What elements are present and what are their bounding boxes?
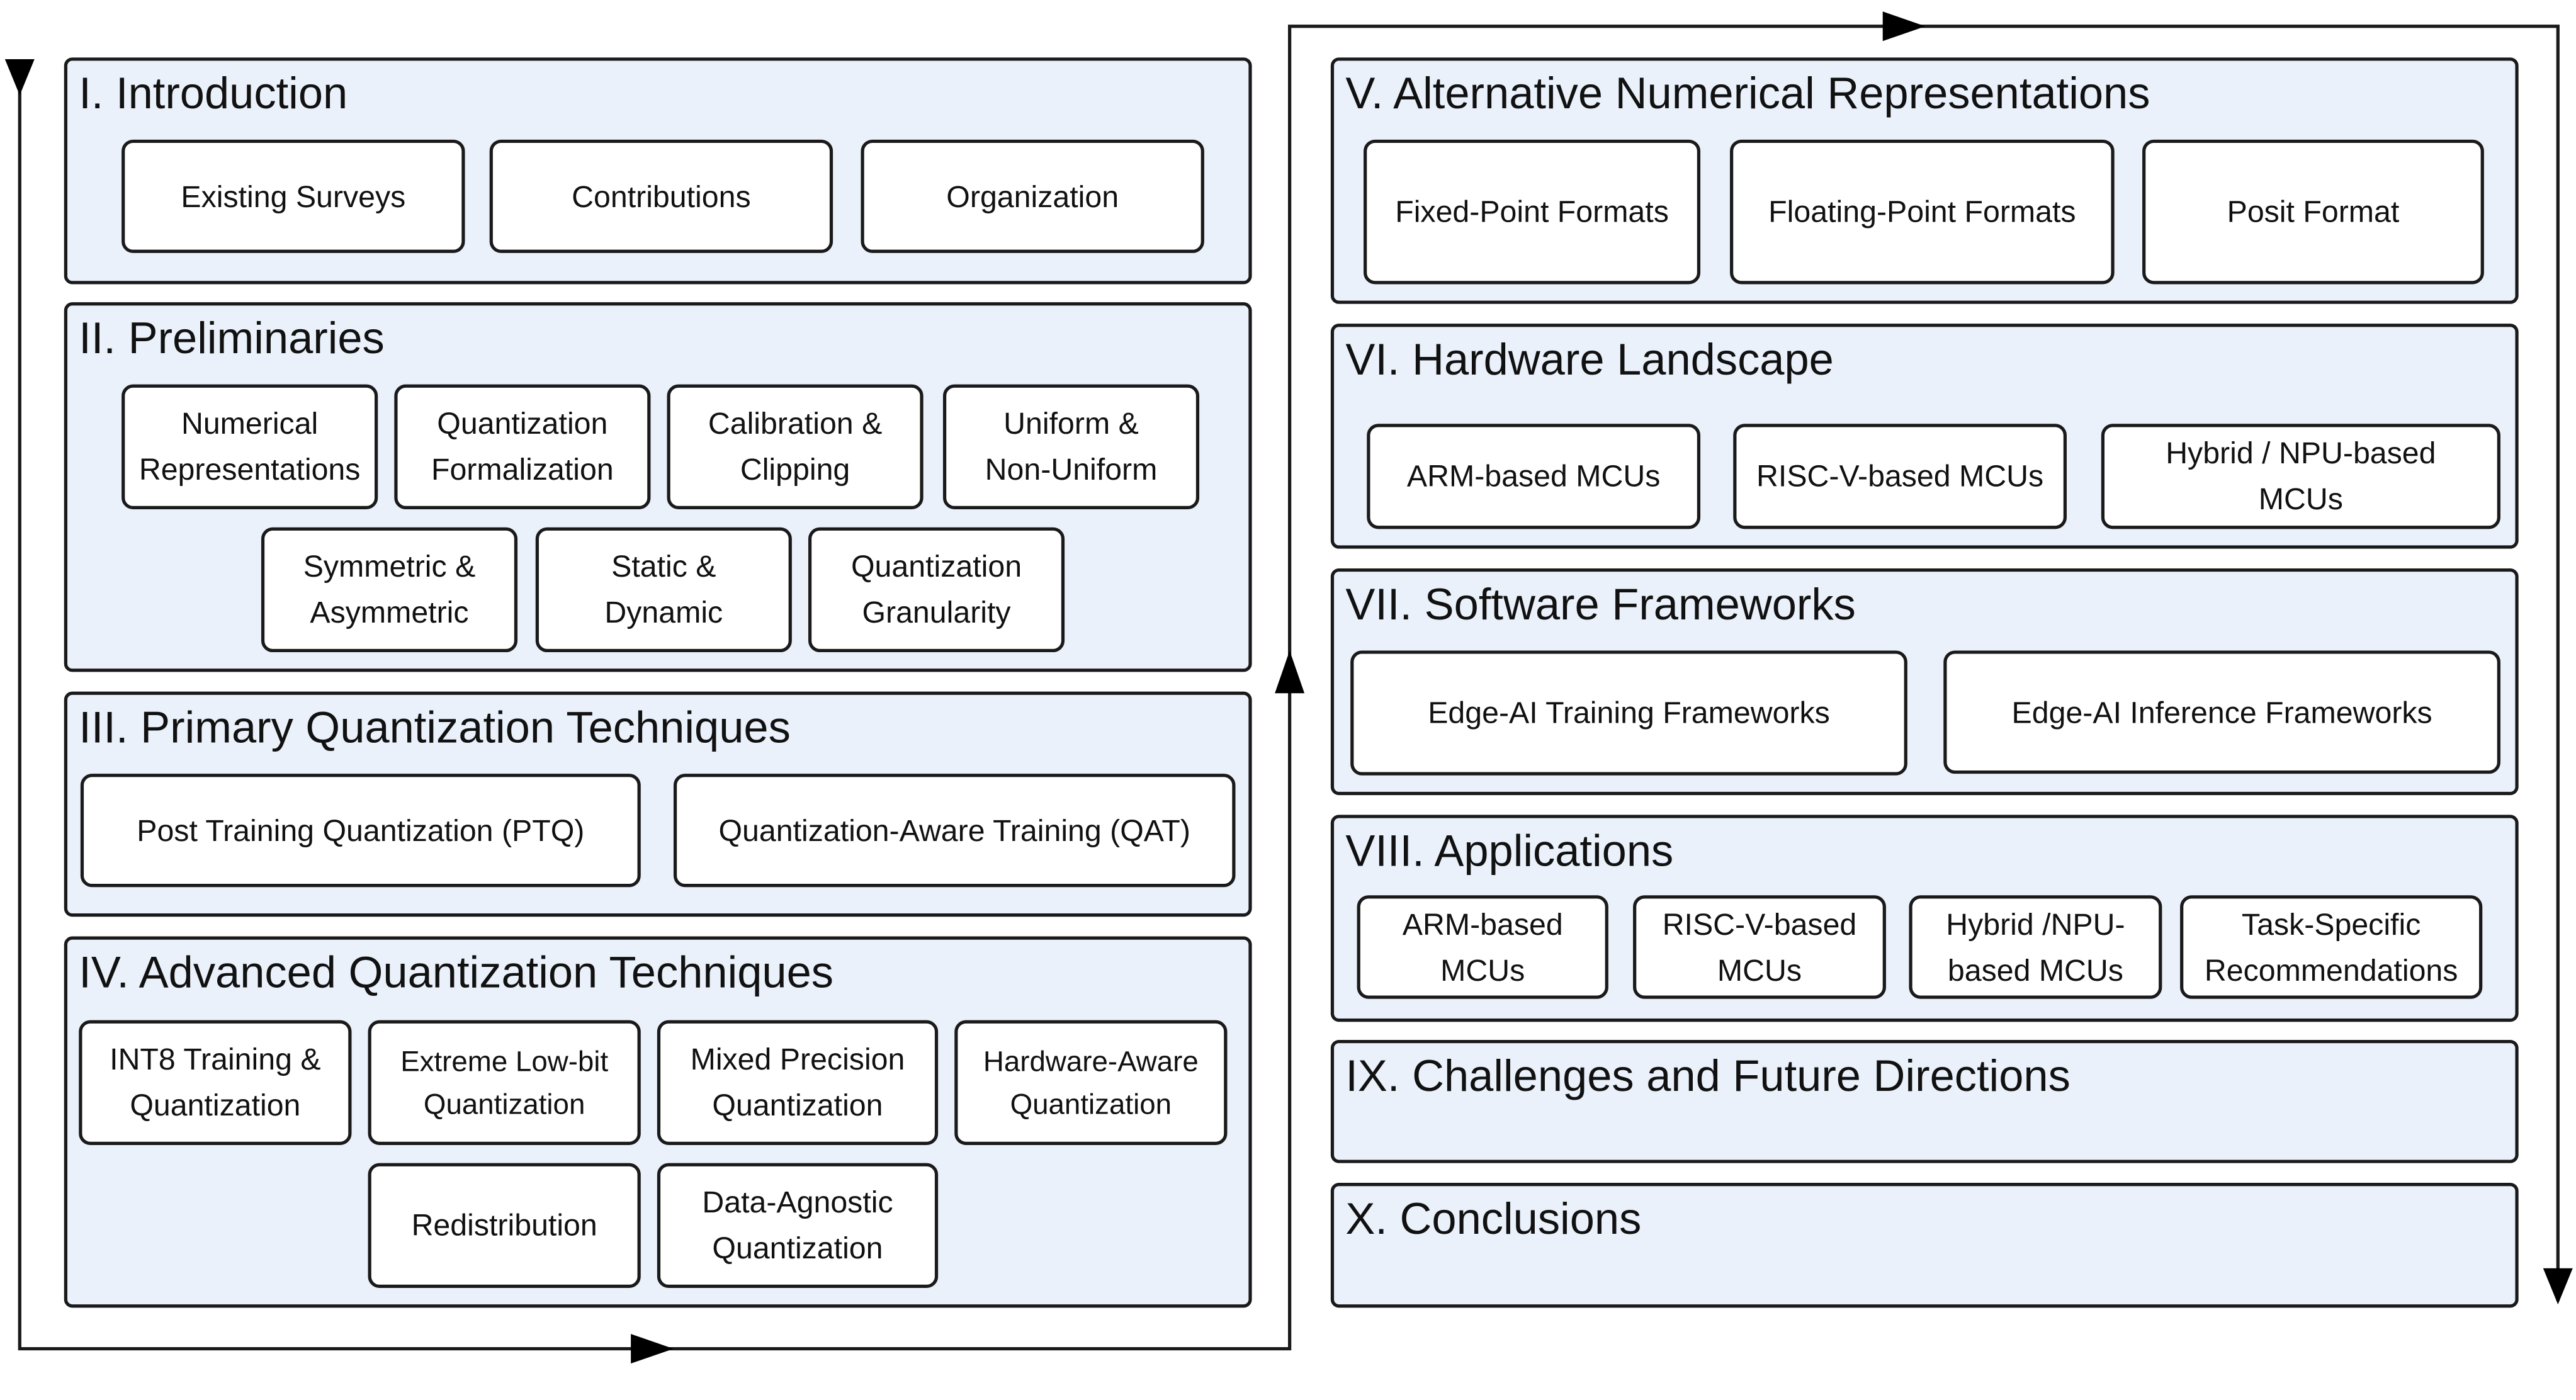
arrowhead-right-bottom-icon bbox=[631, 1334, 674, 1364]
node-data-agnostic: Data-Agnostic Quantization bbox=[657, 1163, 939, 1289]
node-organization: Organization bbox=[861, 139, 1204, 253]
arrowhead-up-middle-icon bbox=[1275, 650, 1305, 694]
section-title: X. Conclusions bbox=[1345, 1194, 1642, 1244]
node-contributions: Contributions bbox=[489, 139, 833, 253]
node-qat: Quantization-Aware Training (QAT) bbox=[673, 774, 1236, 888]
node-static-dynamic: Static & Dynamic bbox=[535, 527, 792, 653]
section-conclusions: X. Conclusions bbox=[1330, 1182, 2519, 1308]
node-quantization-granularity: Quantization Granularity bbox=[808, 527, 1065, 653]
section-title: IX. Challenges and Future Directions bbox=[1345, 1051, 2070, 1101]
node-app-riscv-mcus: RISC-V-based MCUs bbox=[1633, 895, 1886, 999]
section-title: V. Alternative Numerical Representations bbox=[1345, 69, 2150, 118]
node-extreme-low-bit: Extreme Low-bit Quantization bbox=[368, 1020, 641, 1145]
arrowhead-down-start-icon bbox=[4, 59, 35, 96]
node-hybrid-npu-mcus: Hybrid / NPU-based MCUs bbox=[2101, 424, 2500, 529]
node-calibration-clipping: Calibration & Clipping bbox=[667, 384, 924, 510]
node-int8-training: INT8 Training & Quantization bbox=[79, 1020, 352, 1145]
section-title: VI. Hardware Landscape bbox=[1345, 335, 1834, 385]
section-title: VIII. Applications bbox=[1345, 826, 1674, 876]
node-redistribution: Redistribution bbox=[368, 1163, 641, 1289]
section-title: VII. Software Frameworks bbox=[1345, 580, 1856, 629]
node-symmetric-asymmetric: Symmetric & Asymmetric bbox=[261, 527, 518, 653]
node-floating-point: Floating-Point Formats bbox=[1730, 139, 2115, 285]
node-edge-ai-inference: Edge-AI Inference Frameworks bbox=[1943, 650, 2500, 774]
node-app-hybrid-npu-mcus: Hybrid /NPU- based MCUs bbox=[1909, 895, 2162, 999]
node-riscv-mcus: RISC-V-based MCUs bbox=[1733, 424, 2067, 529]
node-task-specific-recommendations: Task-Specific Recommendations bbox=[2180, 895, 2483, 999]
node-existing-surveys: Existing Surveys bbox=[121, 139, 465, 253]
node-arm-mcus: ARM-based MCUs bbox=[1367, 424, 1701, 529]
section-title: I. Introduction bbox=[79, 69, 348, 118]
section-title: II. Preliminaries bbox=[79, 313, 385, 363]
node-numerical-representations: Numerical Representations bbox=[121, 384, 378, 510]
section-title: IV. Advanced Quantization Techniques bbox=[79, 947, 834, 998]
node-hardware-aware: Hardware-Aware Quantization bbox=[954, 1020, 1228, 1145]
section-title: III. Primary Quantization Techniques bbox=[79, 703, 791, 753]
arrowhead-down-end-icon bbox=[2543, 1268, 2573, 1305]
section-challenges-future: IX. Challenges and Future Directions bbox=[1330, 1039, 2519, 1163]
node-uniform-non-uniform: Uniform & Non-Uniform bbox=[942, 384, 1200, 510]
node-fixed-point: Fixed-Point Formats bbox=[1364, 139, 1701, 285]
node-ptq: Post Training Quantization (PTQ) bbox=[80, 774, 641, 888]
node-quantization-formalization: Quantization Formalization bbox=[394, 384, 651, 510]
arrowhead-right-top-icon bbox=[1882, 11, 1926, 42]
node-edge-ai-training: Edge-AI Training Frameworks bbox=[1350, 650, 1907, 776]
node-posit-format: Posit Format bbox=[2142, 139, 2484, 285]
node-app-arm-mcus: ARM-based MCUs bbox=[1357, 895, 1608, 999]
node-mixed-precision: Mixed Precision Quantization bbox=[657, 1020, 939, 1145]
